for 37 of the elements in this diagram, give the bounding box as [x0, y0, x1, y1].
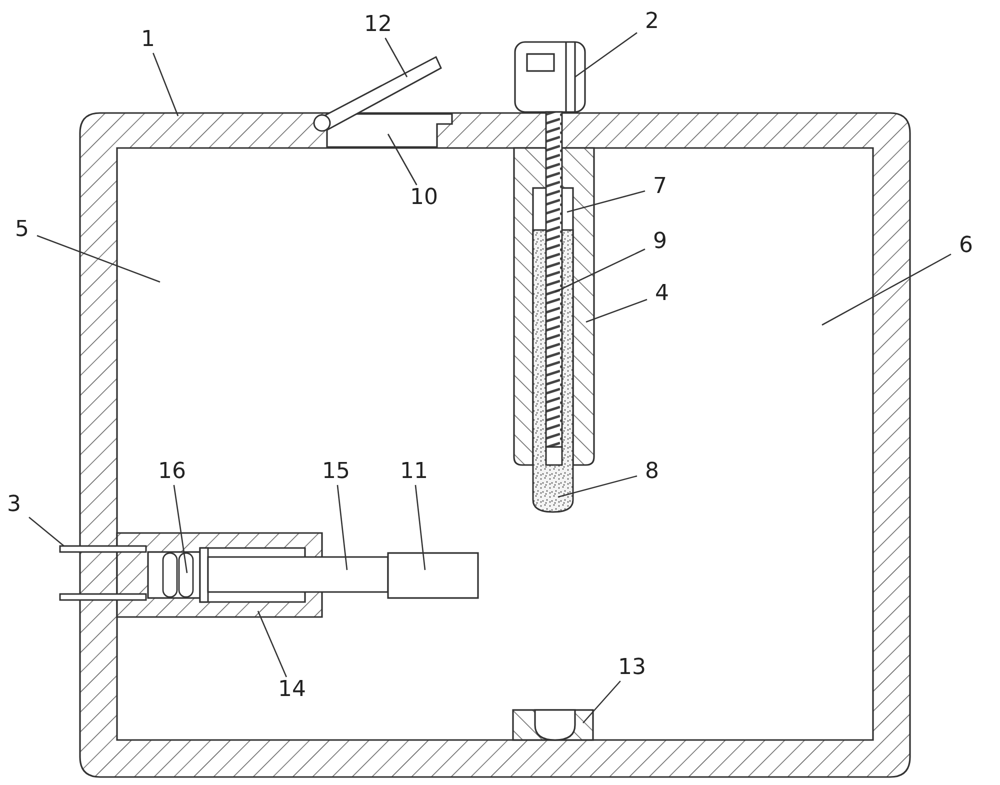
leader-line	[574, 32, 638, 78]
callout-number: 3	[0, 492, 29, 518]
callout-number: 11	[399, 459, 429, 485]
callout-number: 10	[409, 185, 439, 211]
callout-number: 5	[7, 217, 37, 243]
callout-number: 8	[637, 459, 667, 485]
connector-pins	[59, 545, 147, 601]
callout-number: 13	[617, 655, 647, 681]
leader-line	[152, 52, 179, 116]
leader-line	[558, 475, 638, 498]
leader-line	[387, 134, 418, 186]
leader-line	[822, 254, 952, 326]
callout-number: 4	[647, 281, 677, 307]
callout-number: 14	[277, 677, 307, 703]
leader-line	[336, 484, 348, 570]
callout-number: 7	[645, 174, 675, 200]
leader-line	[414, 484, 426, 570]
callout-number: 15	[321, 459, 351, 485]
leader-line	[28, 516, 64, 546]
motor-unit	[514, 41, 586, 113]
leader-line	[384, 38, 408, 78]
leader-line	[582, 680, 621, 724]
leader-line	[586, 298, 648, 323]
callout-number: 1	[133, 27, 163, 53]
callout-number: 9	[645, 229, 675, 255]
lever	[313, 56, 442, 132]
leader-line	[36, 235, 160, 283]
callout-number: 2	[637, 9, 667, 35]
housing-wall	[79, 112, 911, 778]
piston-rod	[199, 547, 389, 603]
leader-line	[566, 190, 646, 213]
screw-rod	[545, 111, 563, 466]
callout-number: 6	[951, 233, 981, 259]
callout-number: 12	[363, 12, 393, 38]
leader-line	[173, 484, 188, 574]
callout-number: 16	[157, 459, 187, 485]
leader-line	[257, 610, 287, 678]
